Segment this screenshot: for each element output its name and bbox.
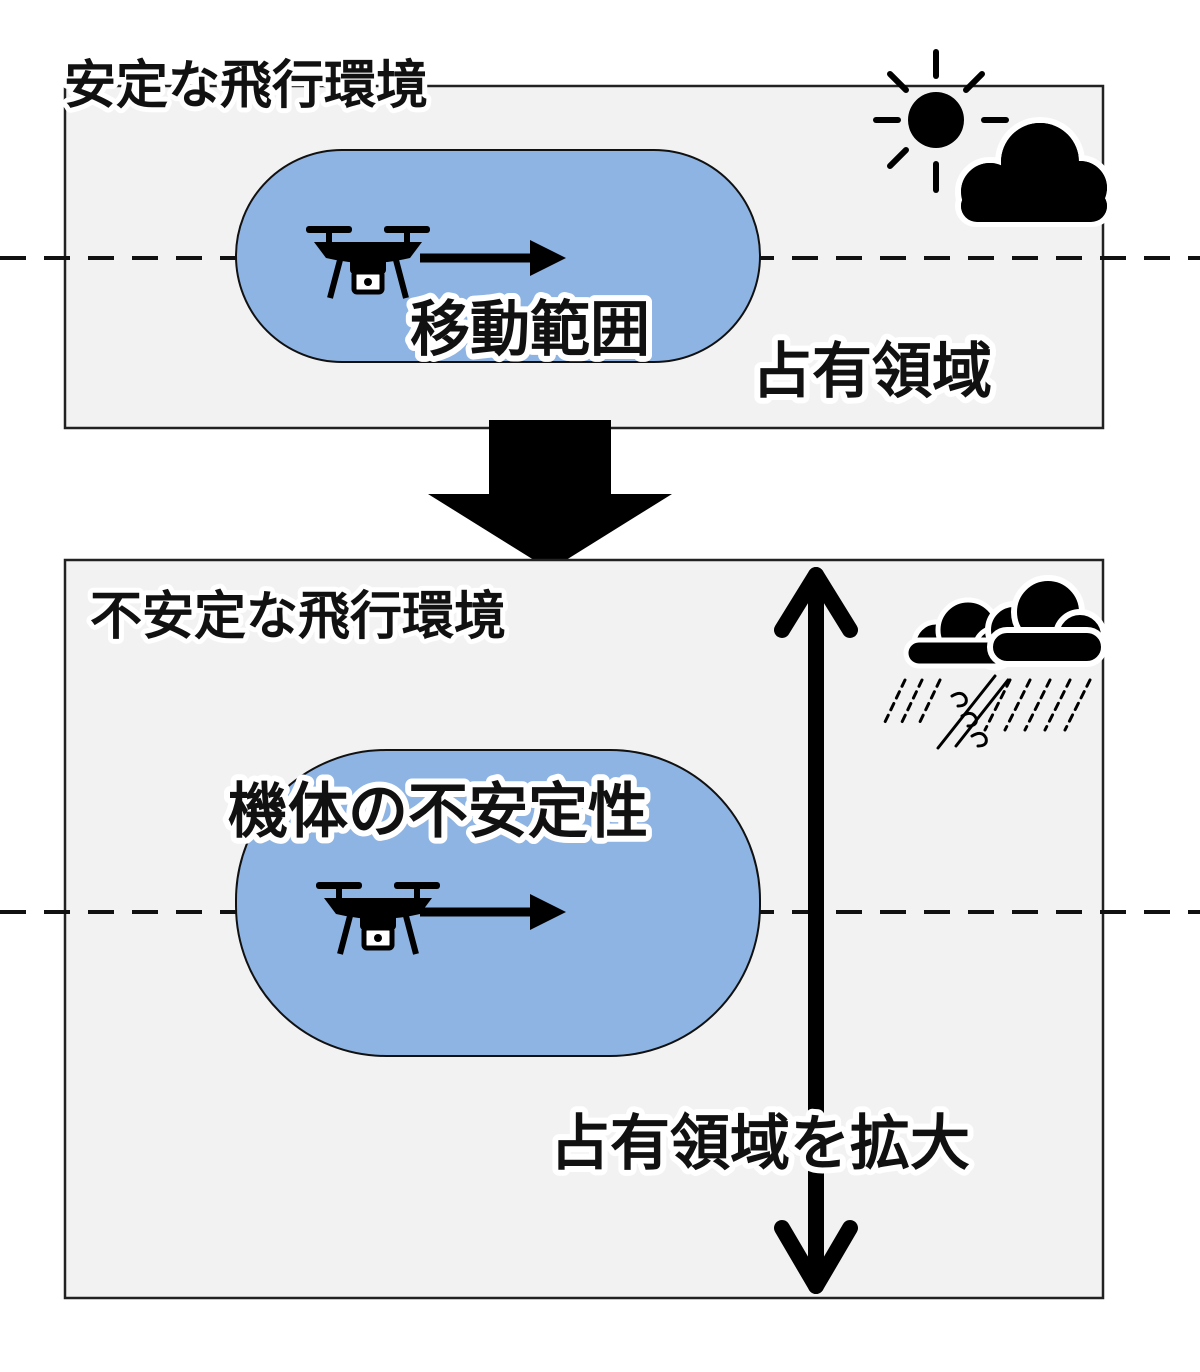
top-panel-title: 安定な飛行環境 — [64, 56, 428, 116]
bottom-movement-range-capsule — [235, 749, 761, 1057]
double-vertical-arrow-icon — [774, 567, 858, 1294]
down-arrow-icon — [428, 420, 672, 570]
direction-arrow-icon — [420, 894, 566, 930]
expand-occupied-area-label: 占有領域を拡大 — [550, 1109, 970, 1179]
storm-rain-wind-icon — [883, 575, 1107, 750]
direction-arrow-icon — [420, 240, 566, 276]
instability-label: 機体の不安定性 — [228, 777, 648, 847]
bottom-panel-title: 不安定な飛行環境 — [90, 587, 506, 647]
sun-behind-cloud-icon — [873, 49, 1113, 227]
top-panel: 安定な飛行環境 移動範囲 占有領域 — [0, 49, 1200, 430]
bottom-panel: 不安定な飛行環境 機体の不安定性 占有領域を拡大 — [0, 558, 1200, 1300]
occupied-area-label: 占有領域 — [752, 337, 992, 407]
movement-range-label: 移動範囲 — [410, 295, 650, 365]
